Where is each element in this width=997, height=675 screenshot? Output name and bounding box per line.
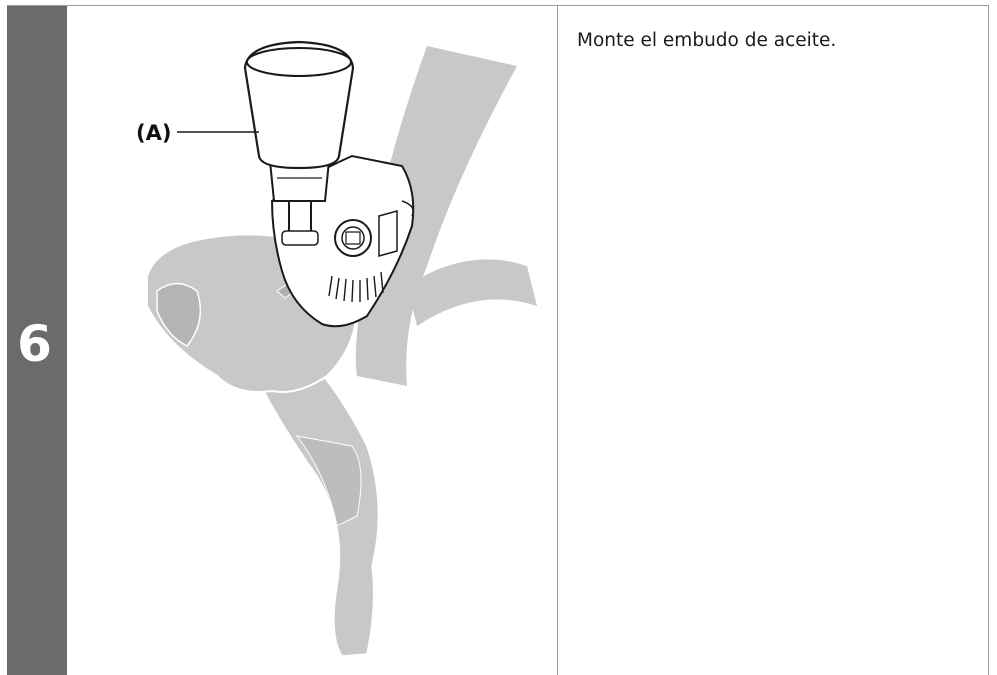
callout-label-a: (A): [136, 121, 172, 145]
step-number: 6: [17, 315, 52, 373]
step-table: 6: [7, 5, 989, 675]
brake-lever-illustration: [146, 40, 537, 657]
brake-lever-blade: [235, 335, 380, 657]
step-number-bar: 6: [7, 6, 67, 675]
instruction-panel: Monte el embudo de aceite.: [558, 6, 988, 675]
illustration-panel: (A): [67, 6, 558, 675]
handlebar: [355, 46, 517, 386]
instruction-text: Monte el embudo de aceite.: [577, 30, 837, 51]
